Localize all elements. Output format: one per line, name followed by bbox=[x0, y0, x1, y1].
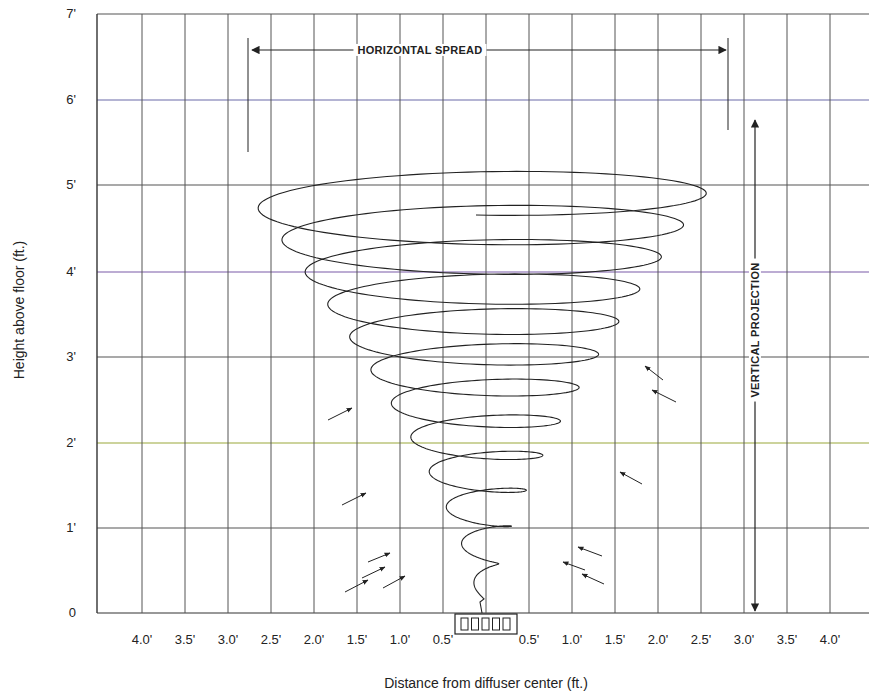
induction-arrow bbox=[620, 472, 642, 484]
tick-label: 7' bbox=[66, 7, 76, 21]
grid-line bbox=[830, 14, 831, 613]
tick-label: 3.5' bbox=[777, 633, 798, 647]
induction-arrows bbox=[328, 366, 676, 592]
tick-label: 1.5' bbox=[605, 633, 626, 647]
tick-label: 2.0' bbox=[304, 633, 325, 647]
tick-label: 0.5' bbox=[519, 633, 540, 647]
diffuser-slot bbox=[493, 618, 500, 630]
tick-label: 3.5' bbox=[175, 633, 196, 647]
grid-line bbox=[97, 99, 869, 100]
tick-label: 1.5' bbox=[347, 633, 368, 647]
grid-line bbox=[357, 14, 358, 613]
induction-arrow bbox=[342, 493, 366, 505]
tick-label: 1' bbox=[66, 521, 76, 535]
spiral-path bbox=[258, 171, 706, 613]
induction-arrow bbox=[652, 390, 676, 402]
axis-title: Distance from diffuser center (ft.) bbox=[384, 676, 588, 691]
grid-line bbox=[97, 13, 869, 14]
tick-label: 1.0' bbox=[562, 633, 583, 647]
induction-arrow bbox=[582, 574, 604, 584]
dimension-lines bbox=[248, 38, 755, 611]
tick-label: 0 bbox=[69, 606, 76, 620]
dimension-label: VERTICAL PROJECTION bbox=[749, 258, 761, 401]
diffuser-slot bbox=[503, 618, 510, 630]
spiral-airflow bbox=[258, 171, 706, 613]
grid-line bbox=[97, 442, 869, 443]
grid-line bbox=[529, 14, 530, 613]
grid-line bbox=[787, 14, 788, 613]
grid-line bbox=[400, 14, 401, 613]
induction-arrow bbox=[645, 366, 663, 380]
tick-label: 1.0' bbox=[390, 633, 411, 647]
tick-label: 2' bbox=[66, 436, 76, 450]
diffuser-slot bbox=[482, 618, 489, 630]
grid-lines bbox=[97, 14, 869, 613]
axis-line bbox=[96, 14, 97, 613]
tick-label: 6' bbox=[66, 93, 76, 107]
grid-line bbox=[443, 14, 444, 613]
axis-title: Height above floor (ft.) bbox=[12, 241, 27, 380]
grid-line bbox=[97, 184, 869, 185]
dimension-label: HORIZONTAL SPREAD bbox=[353, 44, 486, 56]
tick-label: 5' bbox=[66, 178, 76, 192]
grid-line bbox=[658, 14, 659, 613]
grid-line bbox=[572, 14, 573, 613]
tick-label: 3.0' bbox=[734, 633, 755, 647]
grid-line bbox=[185, 14, 186, 613]
tick-label: 0.5' bbox=[433, 633, 454, 647]
tick-label: 4.0' bbox=[132, 633, 153, 647]
induction-arrow bbox=[345, 580, 368, 592]
tick-label: 2.0' bbox=[648, 633, 669, 647]
tick-label: 3.0' bbox=[218, 633, 239, 647]
grid-line bbox=[701, 14, 702, 613]
grid-line bbox=[486, 14, 487, 613]
diffuser-symbol bbox=[455, 614, 517, 634]
induction-arrow bbox=[362, 567, 385, 578]
tick-label: 2.5' bbox=[691, 633, 712, 647]
tick-label: 3' bbox=[66, 350, 76, 364]
tick-label: 4.0' bbox=[820, 633, 841, 647]
grid-line bbox=[744, 14, 745, 613]
diffuser-slot bbox=[461, 618, 468, 630]
induction-arrow bbox=[563, 562, 585, 570]
tick-label: 4' bbox=[66, 265, 76, 279]
grid-line bbox=[271, 14, 272, 613]
tick-label: 2.5' bbox=[261, 633, 282, 647]
induction-arrow bbox=[383, 576, 405, 588]
grid-line bbox=[142, 14, 143, 613]
induction-arrow bbox=[328, 408, 352, 420]
grid-line bbox=[228, 14, 229, 613]
induction-arrow bbox=[368, 553, 390, 562]
induction-arrow bbox=[578, 547, 602, 556]
diffuser-slot bbox=[472, 618, 479, 630]
grid-line bbox=[314, 14, 315, 613]
grid-line bbox=[615, 14, 616, 613]
